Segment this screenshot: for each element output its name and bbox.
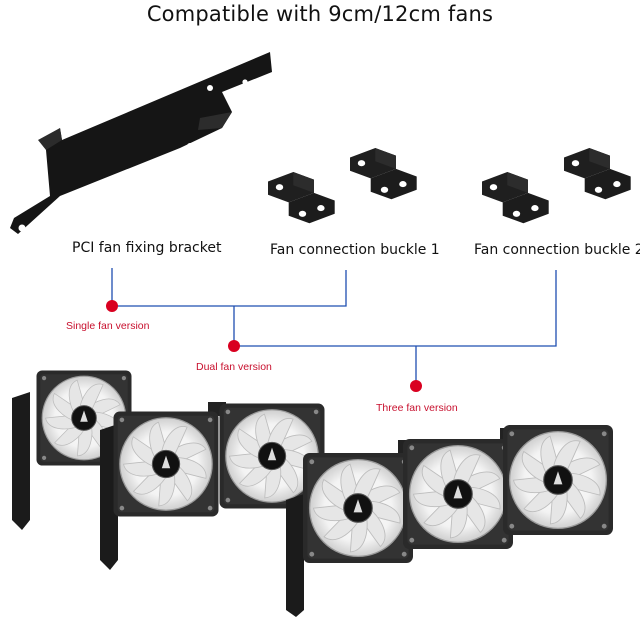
buckle-2-image (482, 148, 631, 224)
single-version-dot (106, 300, 118, 312)
buckle-1-label: Fan connection buckle 1 (270, 242, 440, 258)
dual-fan-assembly (100, 402, 325, 570)
buckle-1-image (268, 148, 417, 224)
page-title: Compatible with 9cm/12cm fans (146, 2, 494, 26)
dual-version-label: Dual fan version (196, 361, 272, 373)
three-version-dot (410, 380, 422, 392)
dual-version-dot (228, 340, 240, 352)
single-version-label: Single fan version (66, 320, 150, 332)
buckle-2-label: Fan connection buckle 2 (474, 242, 640, 258)
pci-bracket-label: PCI fan fixing bracket (72, 240, 222, 256)
single-fan-assembly (12, 371, 132, 530)
three-fan-assembly (286, 425, 613, 617)
connector-lines (111, 268, 557, 386)
pci-bracket-image (10, 52, 272, 234)
three-version-label: Three fan version (376, 402, 458, 414)
